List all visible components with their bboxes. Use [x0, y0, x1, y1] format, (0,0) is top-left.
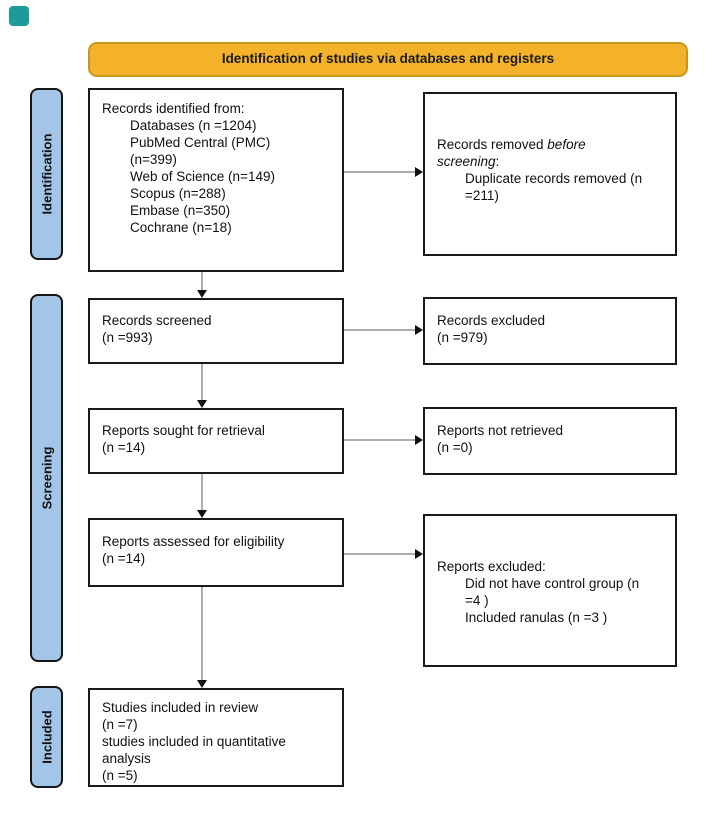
arrow-down-icon — [196, 364, 208, 408]
box-line: Reports sought for retrieval — [102, 423, 265, 438]
stage-bar-screening: Screening — [30, 294, 63, 662]
arrow-head — [415, 167, 423, 177]
box-reports-excluded: Reports excluded: Did not have control g… — [423, 514, 677, 667]
arrow-shaft — [201, 587, 203, 681]
arrow-shaft — [201, 364, 203, 401]
box-studies-included: Studies included in review (n =7) studie… — [88, 688, 344, 787]
box-line: =4 ) — [465, 593, 489, 608]
box-line: screening: — [437, 153, 667, 170]
box-line: (n=399) — [130, 152, 177, 167]
box-line: (n =14) — [102, 551, 146, 566]
stage-bar-included: Included — [30, 686, 63, 788]
arrow-down-icon — [196, 587, 208, 688]
arrow-head — [415, 549, 423, 559]
arrow-head — [415, 325, 423, 335]
stage-label-identification: Identification — [39, 133, 54, 215]
box-line: Reports not retrieved — [437, 423, 564, 438]
corner-marker — [9, 6, 29, 26]
box-reports-sought: Reports sought for retrieval (n =14) — [88, 408, 344, 474]
box-line: Reports assessed for eligibility — [102, 534, 285, 549]
box-records-identified: Records identified from: Databases (n =1… — [88, 88, 344, 272]
arrow-shaft — [201, 272, 203, 291]
arrow-shaft — [344, 329, 416, 331]
box-line: Scopus (n=288) — [130, 186, 226, 201]
arrow-head — [415, 435, 423, 445]
box-line: Studies included in review — [102, 700, 259, 715]
box-records-excluded: Records excluded (n =979) — [423, 297, 677, 365]
box-line: Records excluded — [437, 313, 546, 328]
box-line: =211) — [465, 188, 499, 203]
text-segment: Records removed — [437, 137, 548, 152]
arrow-shaft — [344, 553, 416, 555]
box-line: Records removed before — [437, 136, 667, 153]
box-line: (n =7) — [102, 717, 138, 732]
arrow-right-icon — [344, 324, 423, 336]
box-line: (n =0) — [437, 440, 473, 455]
box-line: Web of Science (n=149) — [130, 169, 275, 184]
arrow-shaft — [344, 171, 416, 173]
arrow-right-icon — [344, 548, 423, 560]
arrow-head — [197, 400, 207, 408]
arrow-down-icon — [196, 272, 208, 298]
stage-bar-identification: Identification — [30, 88, 63, 260]
text-segment-italic: screening — [437, 154, 496, 169]
stage-label-included: Included — [39, 710, 54, 764]
stage-label-screening: Screening — [39, 446, 54, 510]
arrow-right-icon — [344, 434, 423, 446]
box-line: Included ranulas (n =3 ) — [465, 610, 608, 625]
arrow-right-icon — [344, 166, 423, 178]
box-line: Embase (n=350) — [130, 203, 231, 218]
box-line: (n =979) — [437, 330, 488, 345]
text-segment: : — [495, 154, 500, 169]
arrow-head — [197, 680, 207, 688]
box-line: PubMed Central (PMC) — [130, 135, 271, 150]
box-records-screened: Records screened (n =993) — [88, 298, 344, 364]
box-line: analysis — [102, 751, 151, 766]
arrow-head — [197, 290, 207, 298]
arrow-head — [197, 510, 207, 518]
banner-title: Identification of studies via databases … — [88, 42, 688, 77]
arrow-down-icon — [196, 474, 208, 518]
box-line: Records screened — [102, 313, 212, 328]
box-line: Databases (n =1204) — [130, 118, 257, 133]
box-records-removed: Records removed before screening: Duplic… — [423, 92, 677, 256]
box-line: Did not have control group (n — [465, 576, 640, 591]
box-line: Records identified from: — [102, 101, 245, 116]
box-line: (n =993) — [102, 330, 153, 345]
box-line: Reports excluded: — [437, 559, 546, 574]
box-line: (n =5) — [102, 768, 138, 783]
box-line: (n =14) — [102, 440, 146, 455]
box-reports-not-retrieved: Reports not retrieved (n =0) — [423, 407, 677, 475]
box-line: Cochrane (n=18) — [130, 220, 232, 235]
box-line: Duplicate records removed (n — [465, 171, 643, 186]
arrow-shaft — [201, 474, 203, 511]
box-reports-assessed: Reports assessed for eligibility (n =14) — [88, 518, 344, 587]
text-segment-italic: before — [547, 137, 586, 152]
box-line: studies included in quantitative — [102, 734, 286, 749]
arrow-shaft — [344, 439, 416, 441]
